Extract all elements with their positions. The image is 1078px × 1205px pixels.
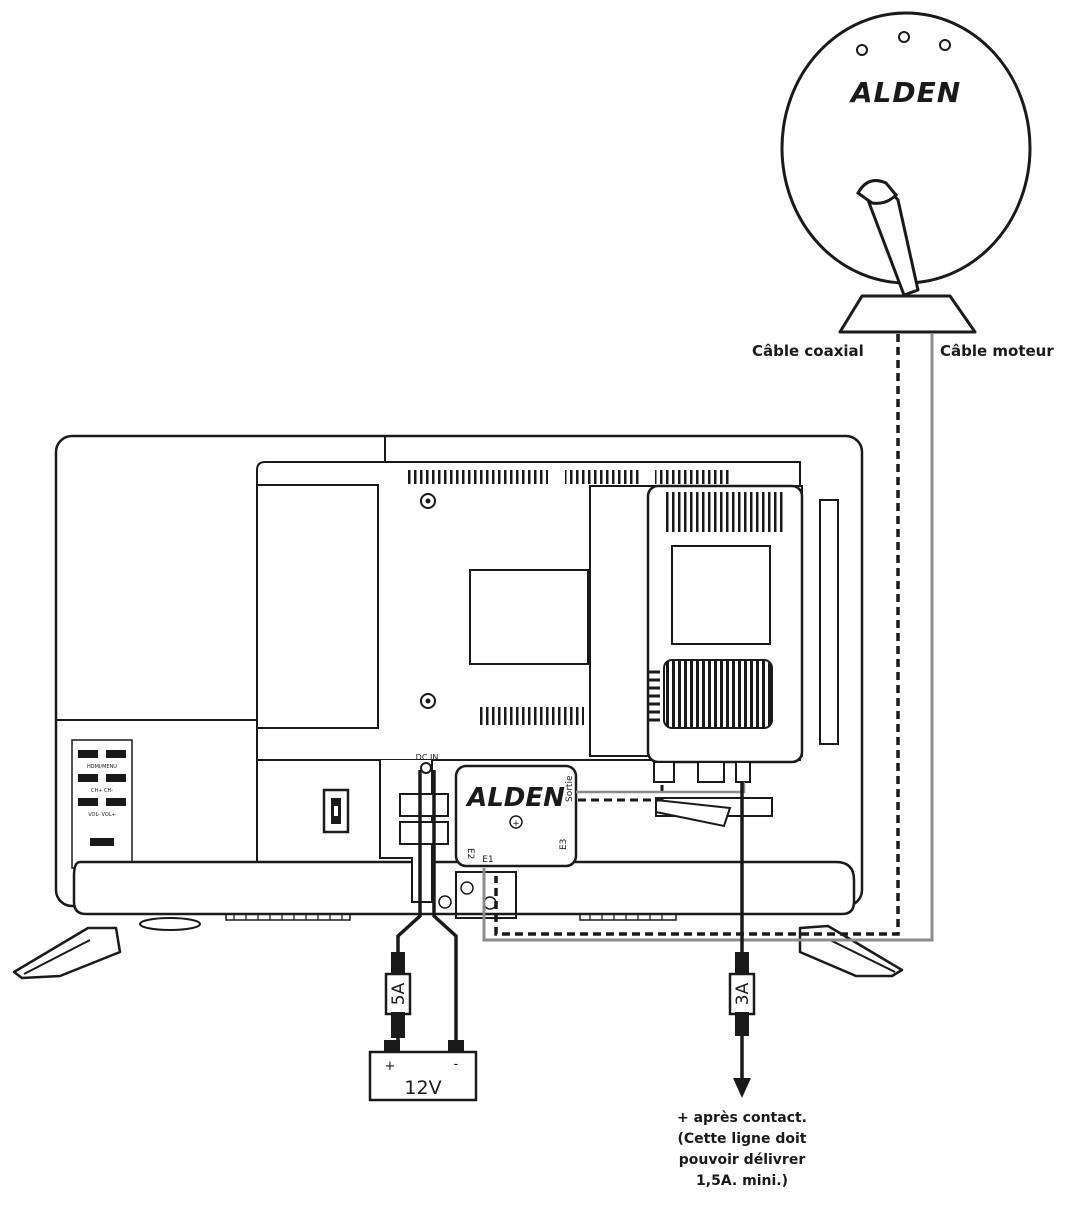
e3-label: E3: [559, 839, 569, 850]
battery-voltage: 12V: [404, 1077, 441, 1099]
fuse-5a-label: 5A: [389, 982, 409, 1005]
e1-label: E1: [482, 855, 493, 865]
ignition-note: + après contact. (Cette ligne doit pouvo…: [622, 1108, 862, 1192]
ignition-note-line: (Cette ligne doit: [677, 1131, 807, 1147]
ground-symbol-icon: +: [512, 819, 520, 829]
battery-minus: -: [454, 1057, 459, 1072]
side-panel-label-1: HDMI/MENU: [87, 764, 117, 770]
side-panel-label-2: CH+ CH-: [91, 788, 113, 794]
e2-label: E2: [465, 848, 475, 859]
ignition-note-line: + après contact.: [676, 1110, 807, 1126]
ignition-note-line: pouvoir délivrer: [678, 1152, 806, 1168]
coaxial-cable-label: Câble coaxial: [752, 342, 864, 360]
control-box-brand-logo: ALDEN: [465, 783, 565, 813]
coaxial-cable: [494, 334, 900, 936]
ignition-arrow-icon: [733, 1078, 751, 1098]
dc-in-label: DC IN: [416, 753, 439, 762]
motor-cable: [482, 334, 934, 942]
ignition-note-line: 1,5A. mini.): [696, 1173, 788, 1189]
battery-plus: +: [385, 1059, 396, 1074]
sortie-label: Sortie: [565, 775, 575, 802]
satellite-dish: ALDEN: [780, 11, 1032, 334]
battery: + - 12V: [368, 1040, 478, 1102]
motor-cable-label: Câble moteur: [940, 342, 1054, 360]
fuse-3a: 3A: [728, 952, 756, 1036]
tv-rear: HDMI/MENU CH+ CH- VOL- VOL+: [12, 434, 904, 980]
fuse-3a-label: 3A: [733, 982, 753, 1005]
fuse-5a: 5A: [384, 952, 412, 1038]
side-panel-label-3: VOL- VOL+: [88, 812, 116, 818]
dish-brand-logo: ALDEN: [849, 76, 961, 109]
control-box: ALDEN + Sortie E2 E3 E1: [454, 764, 578, 868]
